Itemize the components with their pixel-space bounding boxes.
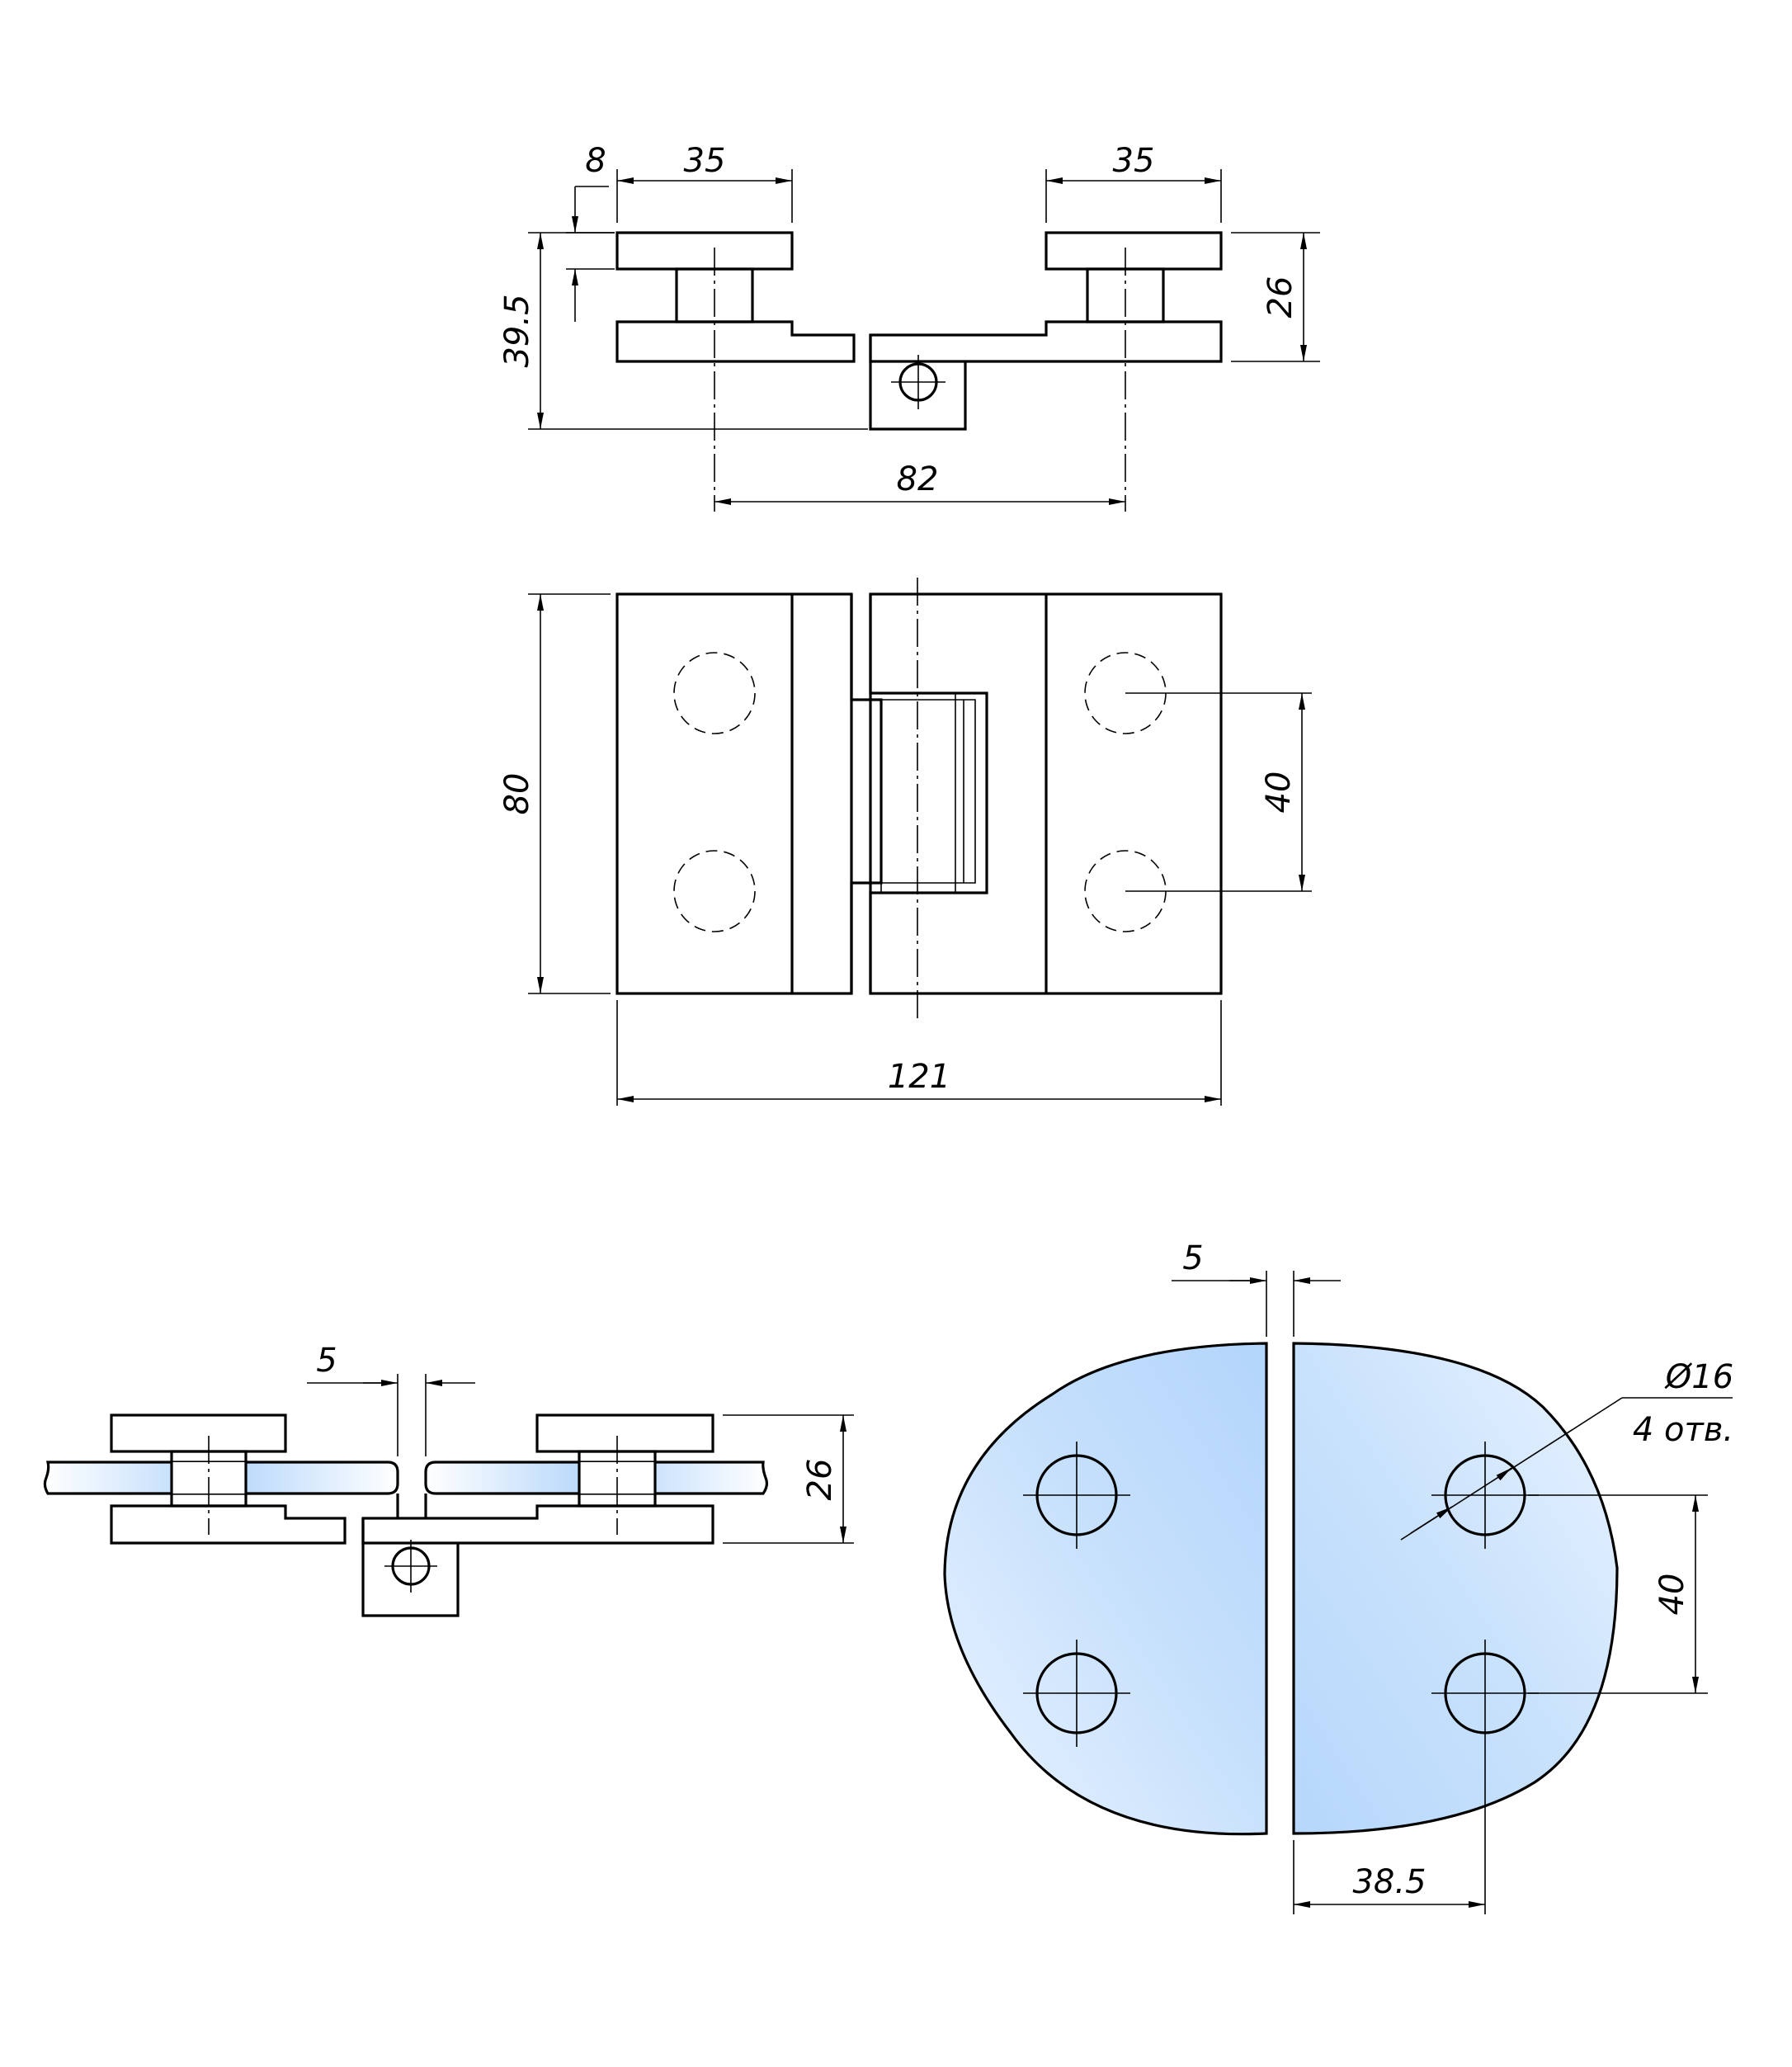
dim-front-height: 80 — [498, 773, 536, 815]
dim-installed-height: 26 — [801, 1459, 839, 1501]
installed-view: 5 26 — [43, 1342, 854, 1617]
dim-hole-spacing-front: 40 — [1260, 772, 1298, 814]
dim-left-width: 35 — [684, 142, 726, 180]
dim-glass-gap: 5 — [1182, 1239, 1203, 1277]
dim-hole-offset: 38.5 — [1352, 1863, 1426, 1901]
dim-hole-diameter: Ø16 — [1664, 1358, 1733, 1396]
dim-total-width: 121 — [888, 1058, 950, 1096]
dim-height-top: 26 — [1261, 276, 1299, 319]
glass-plate-view: 5 Ø16 4 отв. 40 38.5 — [943, 1239, 1733, 1914]
top-view: 35 8 39.5 35 26 82 — [498, 142, 1320, 512]
dim-hole-count: 4 отв. — [1633, 1411, 1733, 1449]
dim-center-distance: 82 — [897, 460, 939, 498]
front-view: 80 40 121 — [498, 578, 1312, 1106]
dim-total-depth: 39.5 — [498, 294, 536, 367]
glass-plate-left — [943, 1342, 1268, 1836]
dim-installed-gap: 5 — [316, 1342, 337, 1380]
dim-plate-thickness: 8 — [585, 142, 606, 180]
dim-right-width: 35 — [1113, 142, 1155, 180]
dim-hole-spacing-glass: 40 — [1653, 1574, 1691, 1616]
glass-plate-right — [1292, 1342, 1619, 1835]
